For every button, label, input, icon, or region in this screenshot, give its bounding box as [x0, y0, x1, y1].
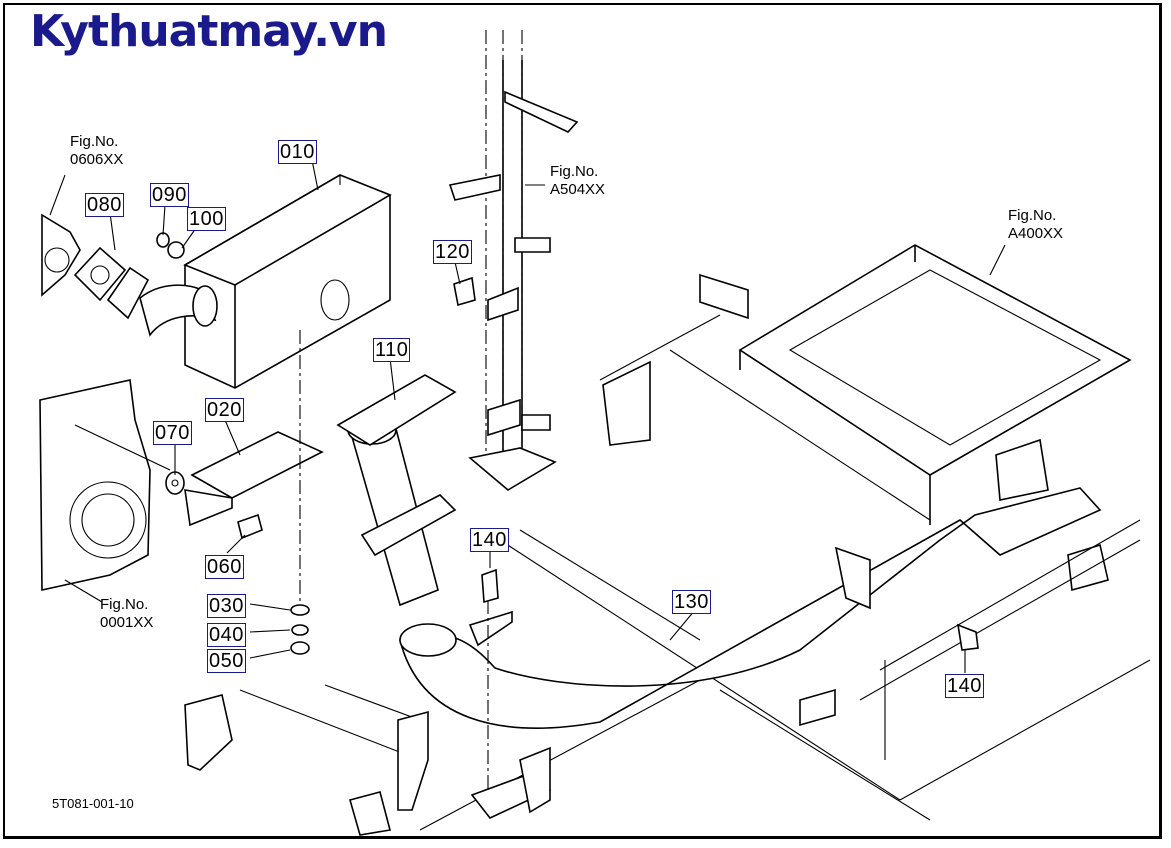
lower-frame [184, 519, 1151, 836]
part-label-100[interactable]: 100 [187, 207, 226, 231]
watermark-brand: Kythuatmay.vn [30, 6, 388, 57]
part-label-090[interactable]: 090 [150, 183, 189, 207]
drawing-frame [3, 3, 1162, 839]
fig-ref-0606xx[interactable]: Fig.No. 0606XX [70, 133, 123, 169]
vertical-post [448, 30, 579, 491]
exhaust-pipe-vertical [336, 374, 457, 607]
fig-ref-number: A400XX [1008, 225, 1064, 242]
part-label-020[interactable]: 020 [205, 398, 244, 422]
part-label-060[interactable]: 060 [205, 555, 244, 579]
bracket-020 [165, 330, 489, 790]
fig-ref-label: Fig.No. [550, 163, 599, 180]
fig-ref-a400xx[interactable]: Fig.No. A400XX [1008, 207, 1063, 243]
exhaust-tail-pipe [399, 487, 1102, 729]
fig-ref-number: 0001XX [100, 614, 154, 631]
fig-ref-label: Fig.No. [100, 596, 149, 613]
part-label-130[interactable]: 130 [672, 590, 711, 614]
part-label-110[interactable]: 110 [373, 338, 411, 362]
fig-ref-a504xx[interactable]: Fig.No. A504XX [550, 163, 605, 199]
part-label-080[interactable]: 080 [85, 193, 124, 217]
part-label-070[interactable]: 070 [153, 421, 192, 445]
fig-ref-label: Fig.No. [1008, 207, 1057, 224]
fig-ref-number: 0606XX [70, 151, 124, 168]
muffler [73, 174, 392, 389]
part-label-010[interactable]: 010 [278, 140, 317, 164]
engine-block [39, 213, 171, 591]
part-label-050[interactable]: 050 [207, 649, 246, 673]
part-label-120[interactable]: 120 [433, 240, 472, 264]
fig-ref-number: A504XX [550, 181, 606, 198]
leader-lines [49, 159, 1006, 673]
fasteners [156, 232, 979, 655]
part-label-140-upper[interactable]: 140 [470, 528, 509, 552]
part-label-140-lower[interactable]: 140 [945, 674, 984, 698]
part-label-040[interactable]: 040 [207, 623, 246, 647]
fig-ref-label: Fig.No. [70, 133, 119, 150]
drawing-code: 5T081-001-10 [52, 796, 134, 811]
main-frame [599, 244, 1132, 592]
fig-ref-0001xx[interactable]: Fig.No. 0001XX [100, 596, 153, 632]
part-label-030[interactable]: 030 [207, 594, 246, 618]
